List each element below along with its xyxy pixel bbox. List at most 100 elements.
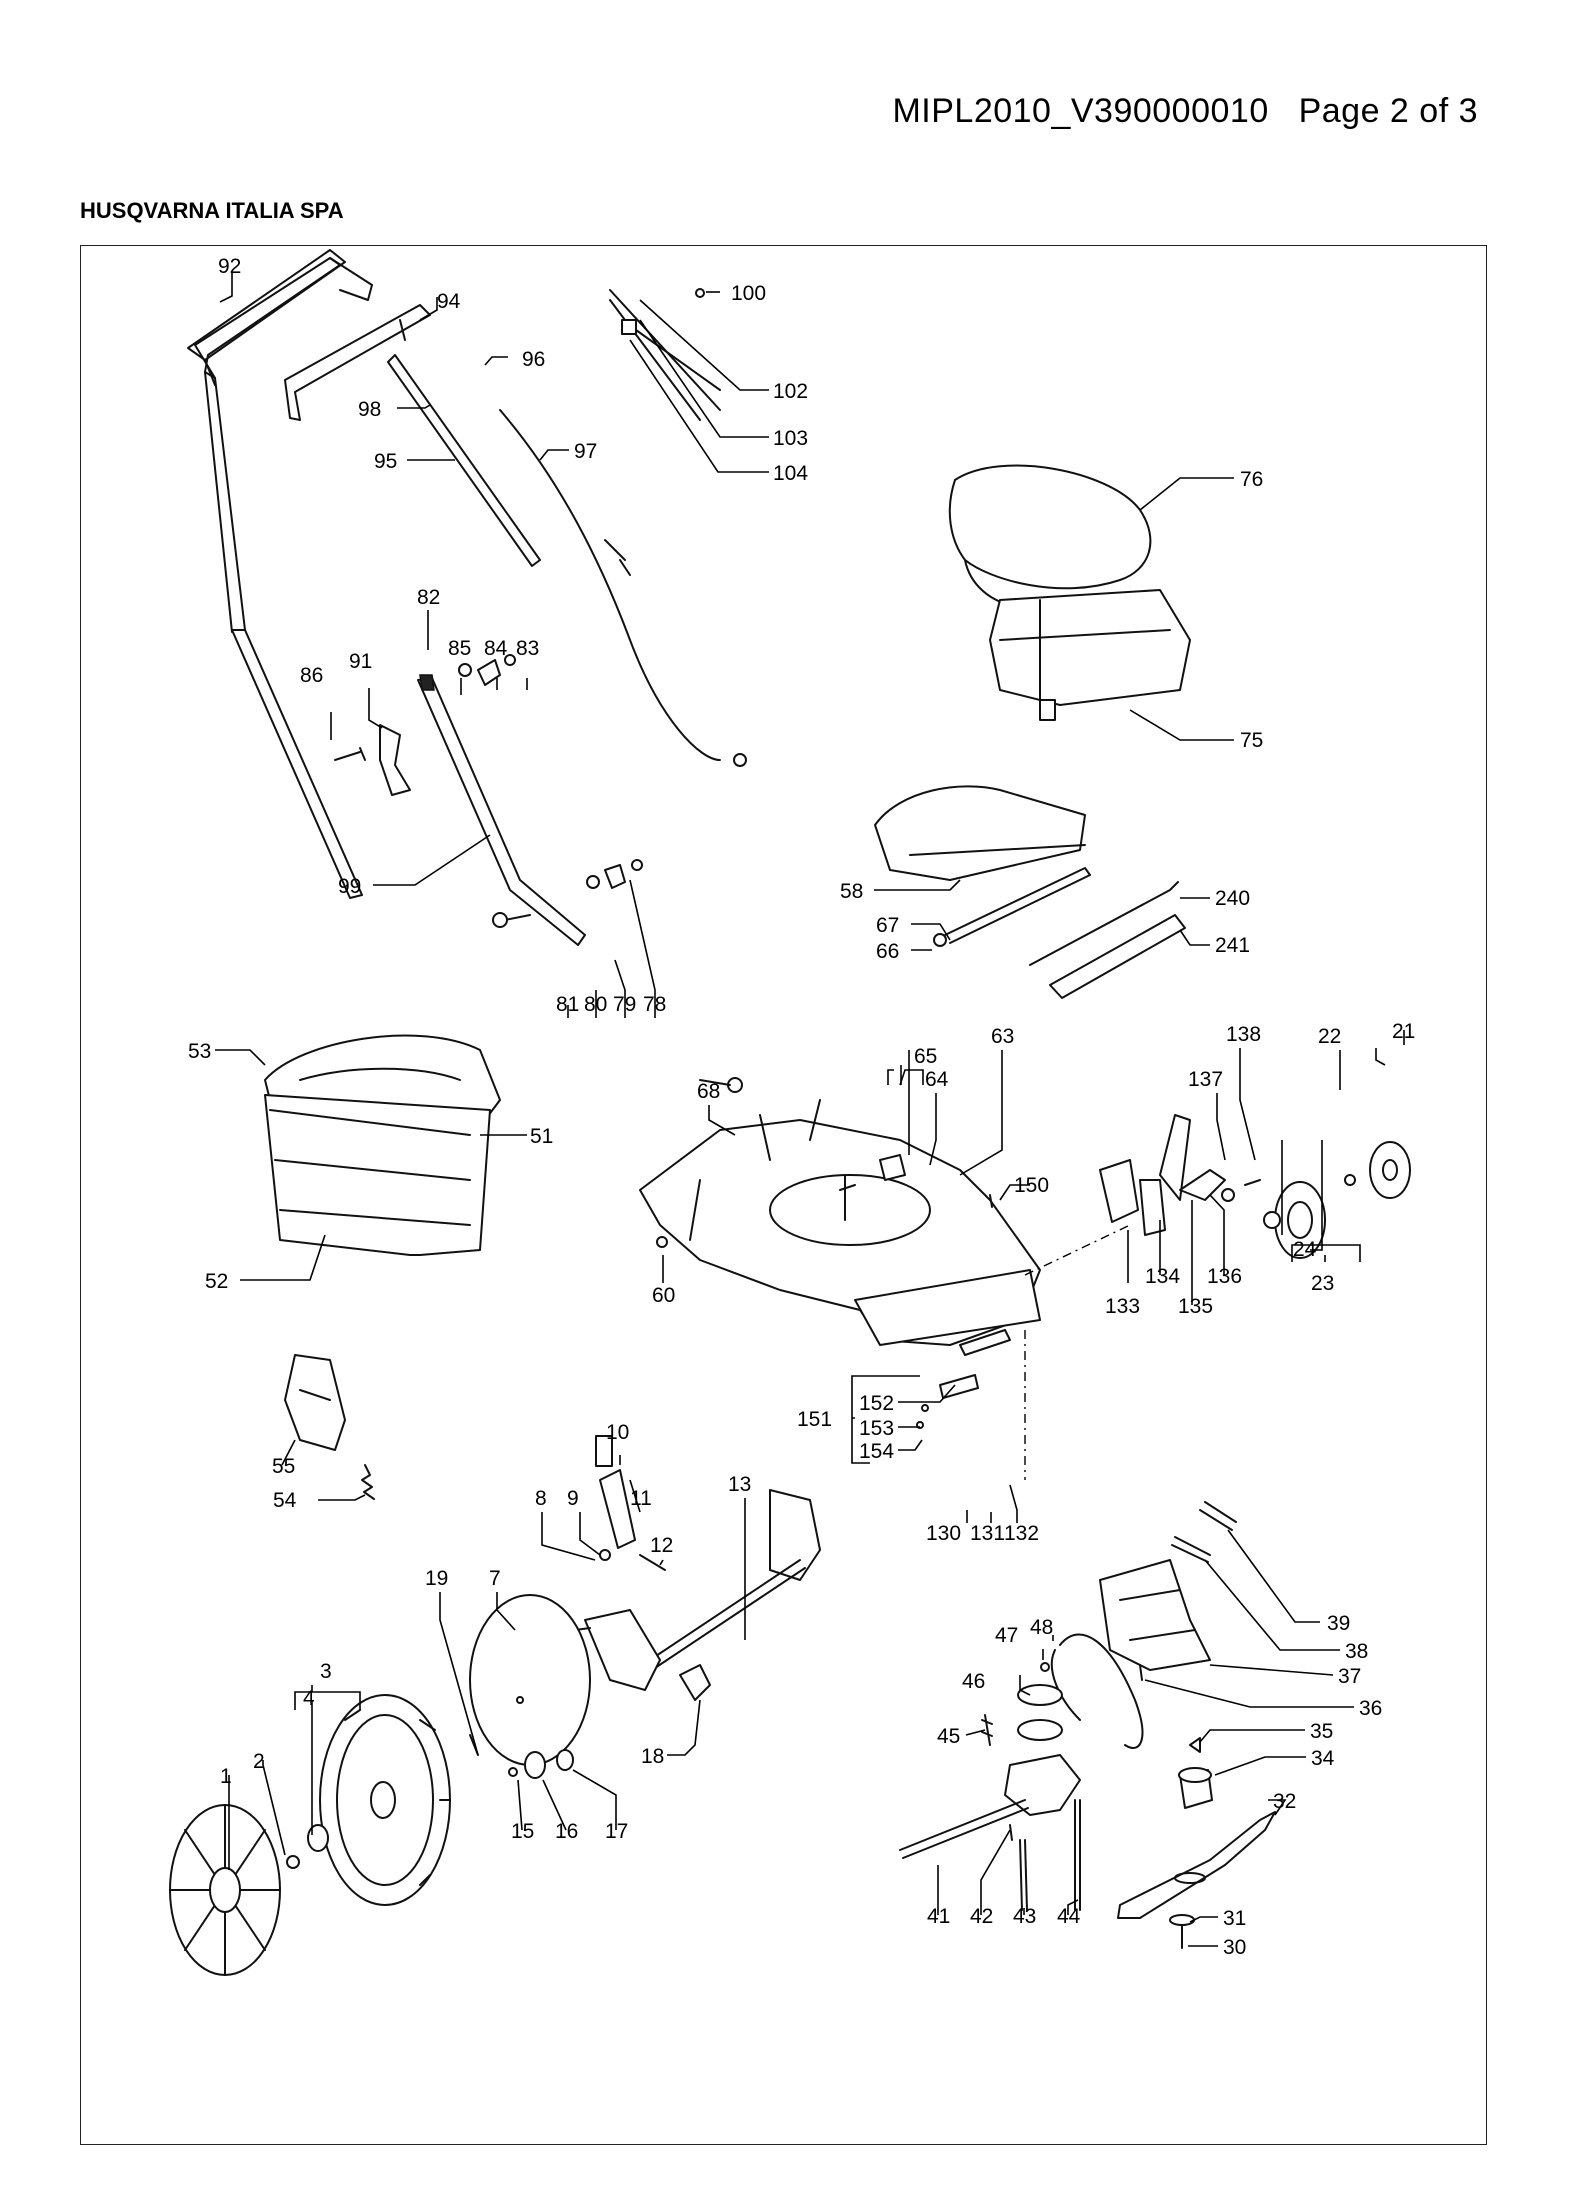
document-id: MIPL2010_V390000010 Page 2 of 3: [892, 92, 1478, 131]
part-number-label: 152: [859, 1392, 894, 1415]
part-number-label: 46: [962, 1670, 985, 1693]
part-number-label: 12: [650, 1534, 673, 1557]
part-number-label: 78: [643, 993, 666, 1016]
part-number-label: 23: [1311, 1272, 1334, 1295]
part-number-label: 17: [605, 1820, 628, 1843]
rear-guard-58: [874, 785, 1086, 881]
part-number-label: 38: [1345, 1640, 1368, 1663]
part-number-label: 150: [1014, 1174, 1049, 1197]
part-number-label: 11: [630, 1487, 652, 1510]
part-number-label: 104: [773, 462, 808, 485]
part-number-label: 153: [859, 1417, 894, 1440]
part-number-label: 80: [584, 993, 607, 1016]
grass-bag-52: [264, 1094, 491, 1256]
part-number-label: 67: [876, 914, 899, 937]
part-number-label: 48: [1030, 1616, 1053, 1639]
part-number-label: 85: [448, 637, 471, 660]
part-number-label: 240: [1215, 887, 1250, 910]
part-number-label: 22: [1318, 1025, 1341, 1048]
part-number-label: 52: [205, 1270, 228, 1293]
blade-32: [1117, 1811, 1276, 1919]
part-number-label: 21: [1392, 1020, 1415, 1043]
part-number-label: 82: [417, 586, 440, 609]
leader-lines: [215, 273, 1405, 1947]
part-number-label: 41: [927, 1905, 950, 1928]
key-35: [1189, 1737, 1201, 1753]
drive-rod-13: [574, 1489, 821, 1691]
part-number-label: 100: [731, 282, 766, 305]
handle-tube-95: [387, 319, 541, 567]
small-drive-parts: [469, 1664, 711, 1779]
bracket-91: [379, 724, 411, 796]
pulleys-46-47: [1017, 1662, 1063, 1741]
company-name: HUSQVARNA ITALIA SPA: [80, 198, 344, 223]
part-number-label: 241: [1215, 934, 1250, 957]
part-number-label: 9: [567, 1487, 579, 1510]
part-number-label: 137: [1188, 1068, 1223, 1091]
part-number-label: 58: [840, 880, 863, 903]
deck-dashed-lines: [1024, 1224, 1131, 1480]
part-number-label: 96: [522, 348, 545, 371]
part-number-label: 37: [1338, 1665, 1361, 1688]
rear-wheel-24: [1263, 1141, 1411, 1259]
cable-parts-100-104: [609, 288, 721, 421]
drive-belt-48: [1050, 1633, 1144, 1749]
part-number-label: 51: [530, 1125, 553, 1148]
part-number-label: 103: [773, 427, 808, 450]
part-number-labels: 92 94 96 100 102 103 104 98 95 97 76 82 …: [188, 255, 1415, 1959]
part-number-label: 133: [1105, 1295, 1140, 1318]
part-number-label: 10: [606, 1421, 629, 1444]
part-number-label: 132: [1004, 1522, 1039, 1545]
part-number-label: 86: [300, 664, 323, 687]
part-number-label: 60: [652, 1284, 675, 1307]
part-number-label: 84: [484, 637, 508, 660]
cover-plate-37: [1099, 1559, 1211, 1681]
rod-240-241: [1029, 881, 1186, 999]
part-number-label: 35: [1310, 1720, 1333, 1743]
part-number-label: 151: [797, 1408, 832, 1431]
control-bar: [284, 304, 431, 421]
part-number-label: 30: [1223, 1936, 1246, 1959]
bowden-cable-97: [499, 409, 747, 767]
strips-38-39: [1171, 1501, 1237, 1563]
part-number-label: 83: [516, 637, 539, 660]
part-number-label: 54: [273, 1489, 297, 1512]
part-number-label: 24: [1293, 1238, 1317, 1261]
part-number-label: 42: [970, 1905, 993, 1928]
gearbox-41-45: [899, 1714, 1081, 1911]
handle-bar-92: [187, 249, 346, 386]
part-number-label: 97: [574, 440, 597, 463]
part-number-label: 53: [188, 1040, 211, 1063]
part-number-label: 45: [937, 1725, 960, 1748]
part-number-label: 138: [1226, 1023, 1261, 1046]
wheel-cap-1: [169, 1804, 281, 1976]
part-number-label: 32: [1273, 1790, 1296, 1813]
height-adjust-parts: [1099, 1114, 1261, 1236]
part-number-label: 135: [1178, 1295, 1213, 1318]
part-number-label: 76: [1240, 468, 1263, 491]
deck-hardware: [656, 1077, 993, 1248]
mulch-plug-55: [284, 1354, 346, 1451]
diagram-frame: [80, 245, 1487, 2145]
blade-adapter-34: [1178, 1767, 1213, 1809]
part-number-label: 13: [728, 1473, 751, 1496]
part-number-label: 64: [925, 1068, 949, 1091]
part-number-label: 3: [320, 1660, 332, 1683]
part-number-label: 39: [1327, 1612, 1350, 1635]
part-number-label: 94: [437, 290, 461, 313]
spring-54: [361, 1464, 375, 1500]
part-number-label: 92: [218, 255, 241, 278]
part-number-label: 99: [338, 875, 361, 898]
part-number-label: 15: [511, 1820, 534, 1843]
axle-rod-67: [933, 867, 1091, 947]
part-number-label: 18: [641, 1745, 664, 1768]
lever-parts-8-12: [595, 1435, 666, 1571]
upper-handle: [194, 257, 373, 899]
part-number-label: 136: [1207, 1265, 1242, 1288]
part-number-label: 16: [555, 1820, 578, 1843]
part-number-label: 8: [535, 1487, 547, 1510]
mower-deck-63: [639, 1099, 1041, 1346]
lower-handle-99: [417, 674, 586, 946]
wheel-tire-3: [319, 1694, 451, 1906]
